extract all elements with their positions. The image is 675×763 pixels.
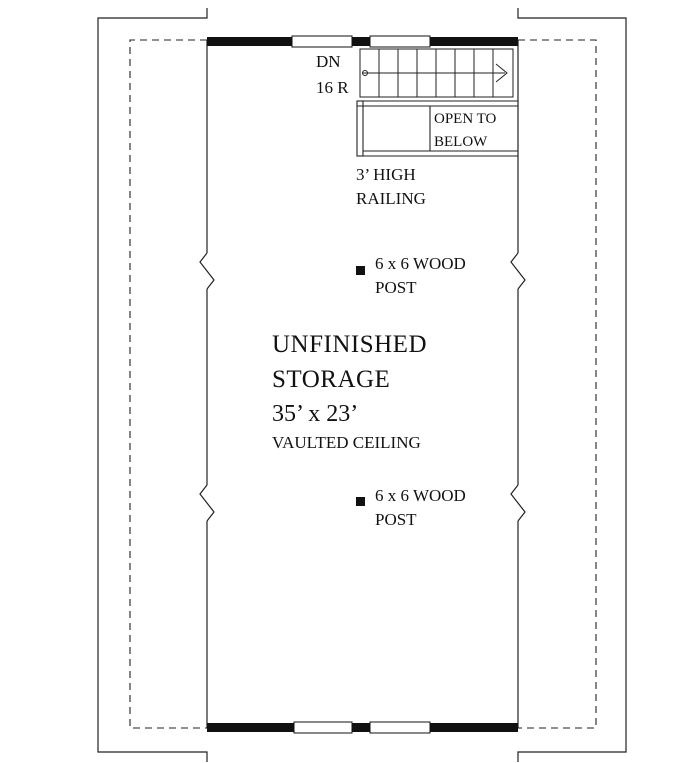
ceiling-type: VAULTED CEILING: [272, 433, 421, 452]
room-name-2: STORAGE: [272, 366, 390, 393]
knee-wall-dashed: [129, 39, 597, 729]
railing: [356, 100, 518, 157]
bottom-wall: [207, 721, 518, 734]
window: [291, 35, 353, 48]
open-to-below-label: OPEN TO: [434, 111, 497, 127]
railing-label-2: RAILING: [356, 189, 426, 208]
open-to-below-label-2: BELOW: [434, 134, 488, 150]
window: [293, 721, 353, 734]
railing-label: 3’ HIGH: [356, 165, 416, 184]
post-label: 6 x 6 WOOD: [375, 486, 466, 505]
stair-direction-label: DN: [316, 52, 341, 71]
post-label-2: POST: [375, 510, 417, 529]
wood-post: [356, 266, 365, 275]
post-label: 6 x 6 WOOD: [375, 254, 466, 273]
window: [369, 35, 431, 48]
room-name: UNFINISHED: [272, 331, 427, 358]
stair-riser-count: 16 R: [316, 78, 349, 97]
wood-post: [356, 497, 365, 506]
side-walls: [199, 40, 526, 728]
room-dimensions: 35’ x 23’: [272, 401, 358, 427]
window: [369, 721, 431, 734]
post-label-2: POST: [375, 278, 417, 297]
top-wall: [207, 35, 518, 48]
stair: [359, 48, 514, 98]
roof-outline: [97, 8, 627, 762]
